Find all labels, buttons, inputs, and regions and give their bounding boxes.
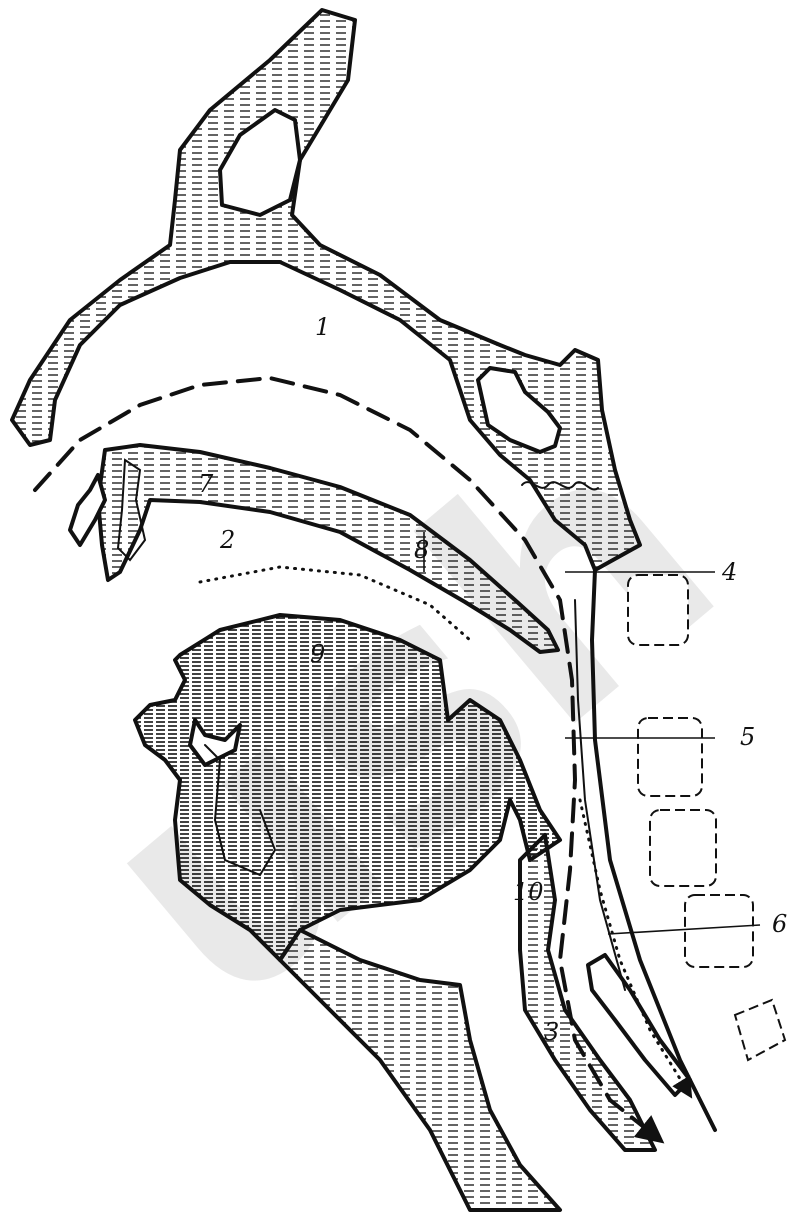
label-4: 4 xyxy=(721,558,737,586)
label-8: 8 xyxy=(414,536,429,564)
label-3: 3 xyxy=(544,1018,559,1046)
label-7: 7 xyxy=(198,470,214,498)
label-6: 6 xyxy=(772,910,787,938)
vertebra xyxy=(735,1000,785,1060)
vertebra xyxy=(628,575,688,645)
vertebra xyxy=(638,718,702,796)
neck xyxy=(280,930,560,1210)
label-2: 2 xyxy=(219,526,235,554)
vertebra xyxy=(650,810,716,886)
label-10: 10 xyxy=(513,878,544,906)
label-9: 9 xyxy=(310,640,325,668)
label-5: 5 xyxy=(740,723,755,751)
vertebra xyxy=(685,895,753,967)
label-1: 1 xyxy=(315,313,330,341)
